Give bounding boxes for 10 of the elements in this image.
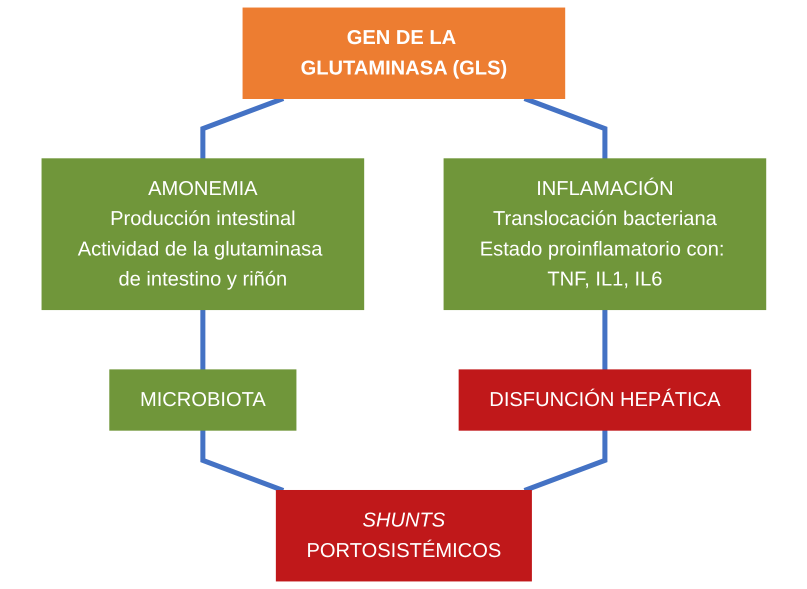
node-box: DISFUNCIÓN HEPÁTICA [458, 369, 751, 431]
node-box: AMONEMIA Producción intestinal Actividad de la glutaminasa de intestino y riñón [41, 158, 364, 310]
node-box: GEN DE LA GLUTAMINASA (GLS) [242, 8, 565, 99]
connector [602, 310, 608, 370]
node-box: MICROBIOTA [108, 369, 296, 431]
node-box: INFLAMACIÓN Translocación bacteriana Estado proinflamatorio con: TNF, IL1, IL6 [443, 158, 766, 310]
connector [200, 430, 284, 493]
node-box: SHUNTS PORTOSISTÉMICOS [275, 490, 532, 582]
connector [523, 430, 608, 493]
connector [200, 310, 205, 370]
